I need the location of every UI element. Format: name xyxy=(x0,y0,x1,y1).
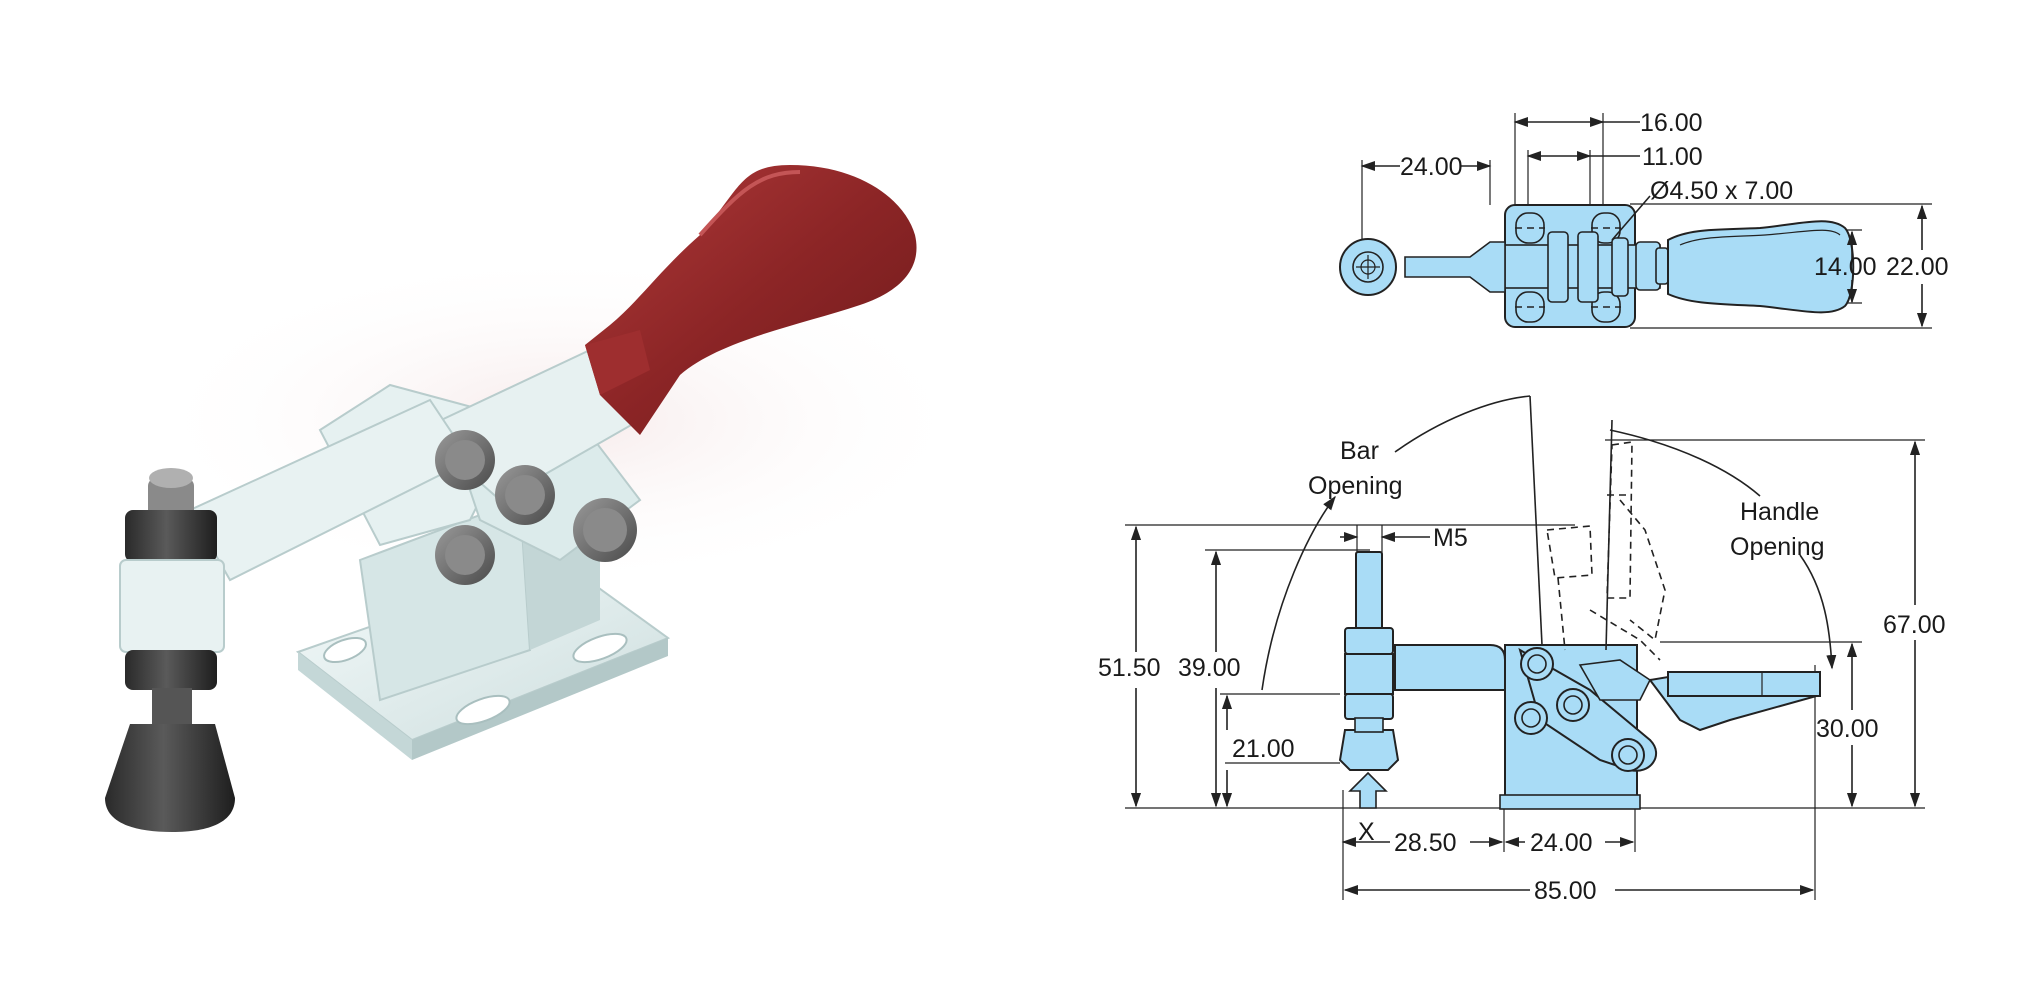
dim-22: 22.00 xyxy=(1886,253,1949,281)
handle-opening-label-1: Handle xyxy=(1740,498,1819,526)
bar-opening-leader xyxy=(1394,395,1531,453)
dim-51-50: 51.50 xyxy=(1098,654,1161,682)
force-x-label: X xyxy=(1358,818,1375,846)
clamp-render xyxy=(105,165,980,832)
top-grip xyxy=(1667,220,1855,314)
dim-16: 16.00 xyxy=(1640,109,1703,137)
dim-hole: Ø4.50 x 7.00 xyxy=(1650,177,1793,205)
dim-67: 67.00 xyxy=(1883,611,1946,639)
dim-24-top: 24.00 xyxy=(1400,153,1463,181)
side-arm xyxy=(1394,644,1506,691)
spindle-assembly xyxy=(105,468,235,832)
hole-leader xyxy=(1611,195,1651,241)
force-arrow-icon xyxy=(1348,771,1388,809)
dim-21: 21.00 xyxy=(1232,735,1295,763)
side-spindle xyxy=(1355,551,1383,635)
top-view: 16.00 11.00 24.00 Ø4.50 x 7.00 14.00 22.… xyxy=(1339,109,1949,329)
top-arm xyxy=(1404,241,1506,293)
dim-11: 11.00 xyxy=(1642,143,1703,171)
dim-30: 30.00 xyxy=(1816,715,1879,743)
handle-opening-leader xyxy=(1609,429,1761,497)
pivot-bolts xyxy=(435,430,637,585)
dim-24-side: 24.00 xyxy=(1530,829,1593,857)
dim-14: 14.00 xyxy=(1814,253,1877,281)
bar-opening-label-2: Opening xyxy=(1308,472,1403,500)
dim-85: 85.00 xyxy=(1534,877,1597,905)
red-grip xyxy=(585,165,917,435)
dim-39: 39.00 xyxy=(1178,654,1241,682)
dim-28-50: 28.50 xyxy=(1394,829,1457,857)
thread-label: M5 xyxy=(1433,524,1468,552)
handle-opening-label-2: Opening xyxy=(1730,533,1825,561)
handle-open-dashed xyxy=(1606,441,1633,599)
bar-opening-label-1: Bar xyxy=(1340,437,1379,465)
side-foot xyxy=(1338,729,1400,771)
bar-open-dashed xyxy=(1546,525,1593,579)
side-nut-block xyxy=(1344,653,1394,695)
side-grip xyxy=(1667,671,1821,697)
side-view: Bar Opening Handle Opening M5 X 51.50 39… xyxy=(1098,395,1946,905)
